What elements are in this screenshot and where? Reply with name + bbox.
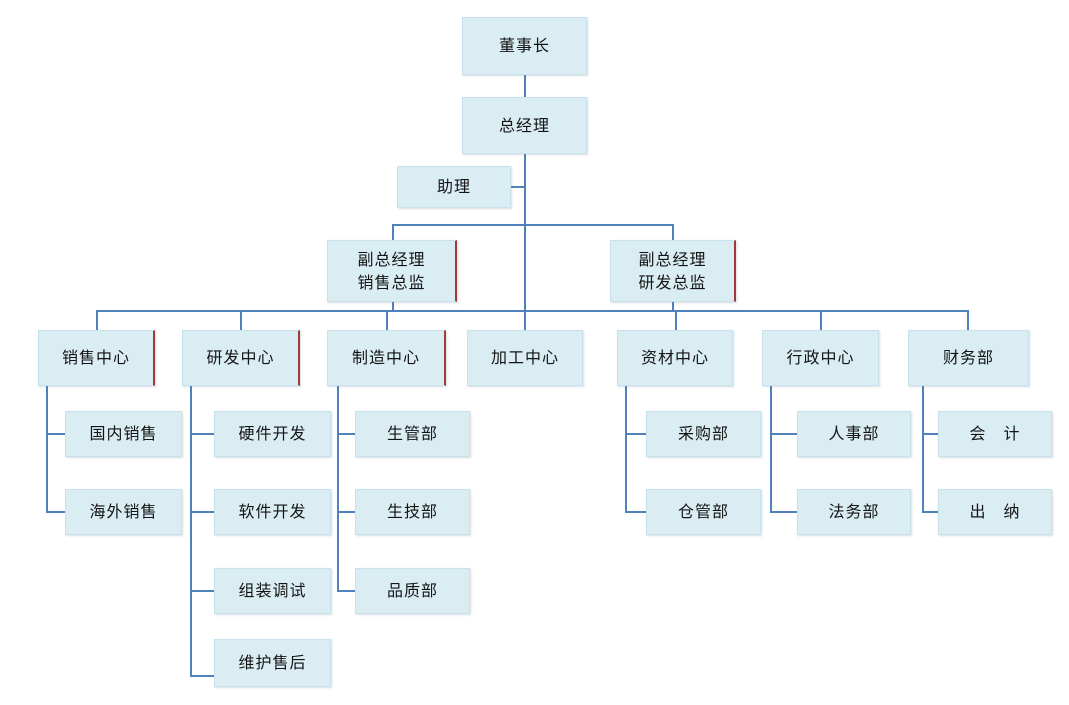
node-label: 销售总监 — [357, 273, 426, 292]
connector — [922, 386, 924, 512]
org-node-purchasing-dept: 采购部 — [646, 411, 761, 457]
org-node-warehouse-dept: 仓管部 — [646, 489, 761, 535]
connector — [922, 433, 938, 435]
connector — [675, 310, 677, 330]
org-node-hardware-dev: 硬件开发 — [214, 411, 331, 457]
node-label: 资材中心 — [640, 348, 709, 368]
node-label: 法务部 — [828, 502, 880, 522]
connector — [922, 511, 938, 513]
org-node-production-tech-dept: 生技部 — [355, 489, 470, 535]
connector — [524, 154, 526, 330]
node-label: 研发总监 — [638, 273, 707, 292]
node-label: 仓管部 — [677, 502, 729, 522]
org-node-production-mgmt-dept: 生管部 — [355, 411, 470, 457]
node-label: 海外销售 — [89, 502, 158, 522]
org-node-software-dev: 软件开发 — [214, 489, 331, 535]
node-label: 会 计 — [969, 424, 1021, 444]
connector — [46, 386, 48, 512]
connector — [770, 386, 772, 512]
connector — [337, 433, 355, 435]
node-label: 品质部 — [386, 581, 438, 601]
node-label: 董事长 — [498, 36, 550, 56]
connector — [190, 590, 214, 592]
org-node-legal-dept: 法务部 — [797, 489, 911, 535]
org-node-general-manager: 总经理 — [462, 97, 587, 154]
connector — [672, 224, 674, 240]
org-node-materials-center: 资材中心 — [617, 330, 733, 386]
org-node-domestic-sales: 国内销售 — [65, 411, 182, 457]
org-node-overseas-sales: 海外销售 — [65, 489, 182, 535]
connector — [190, 511, 214, 513]
node-label: 副总经理 — [638, 249, 707, 269]
connector — [46, 511, 65, 513]
connector — [190, 433, 214, 435]
node-label: 生管部 — [386, 424, 438, 444]
node-label: 组装调试 — [238, 581, 307, 601]
connector — [672, 302, 674, 311]
connector — [96, 310, 98, 330]
connector — [337, 511, 355, 513]
org-node-manufacturing-center: 制造中心 — [327, 330, 446, 386]
org-node-sales-center: 销售中心 — [38, 330, 155, 386]
node-label: 人事部 — [828, 424, 880, 444]
node-label: 采购部 — [677, 424, 729, 444]
connector — [625, 433, 646, 435]
org-node-cashier: 出 纳 — [938, 489, 1052, 535]
connector — [625, 386, 627, 512]
connector — [386, 310, 388, 330]
node-label: 加工中心 — [490, 348, 559, 368]
org-node-maintenance-aftersales: 维护售后 — [214, 639, 331, 687]
org-node-vp-rd-director: 副总经理 研发总监 — [610, 240, 736, 302]
node-label: 生技部 — [386, 502, 438, 522]
node-label: 研发中心 — [206, 348, 275, 368]
node-label: 副总经理 — [357, 249, 426, 269]
org-node-admin-center: 行政中心 — [762, 330, 879, 386]
connector — [190, 386, 192, 677]
org-node-vp-sales-director: 副总经理 销售总监 — [327, 240, 457, 302]
connector — [96, 310, 969, 312]
connector — [511, 186, 525, 188]
org-node-processing-center: 加工中心 — [467, 330, 583, 386]
node-label: 助理 — [436, 177, 471, 197]
connector — [240, 310, 242, 330]
connector — [524, 75, 526, 97]
connector — [820, 310, 822, 330]
node-label: 总经理 — [498, 115, 550, 135]
connector — [392, 224, 673, 226]
node-label: 行政中心 — [786, 348, 855, 368]
node-label: 维护售后 — [238, 653, 307, 673]
node-label: 销售中心 — [61, 348, 130, 368]
connector — [392, 224, 394, 240]
org-node-chairman: 董事长 — [462, 17, 587, 75]
org-node-assistant: 助理 — [397, 166, 511, 208]
connector — [337, 386, 339, 591]
node-label: 软件开发 — [238, 502, 307, 522]
node-label: 制造中心 — [351, 348, 420, 368]
connector — [625, 511, 646, 513]
node-label: 国内销售 — [89, 424, 158, 444]
node-label: 财务部 — [942, 348, 994, 368]
connector — [770, 511, 797, 513]
connector — [967, 310, 969, 330]
org-node-assembly-debug: 组装调试 — [214, 568, 331, 614]
connector — [190, 675, 214, 677]
node-label: 出 纳 — [969, 502, 1021, 522]
connector — [770, 433, 797, 435]
connector — [46, 433, 65, 435]
org-node-quality-dept: 品质部 — [355, 568, 470, 614]
org-node-rd-center: 研发中心 — [182, 330, 300, 386]
node-label: 硬件开发 — [238, 424, 307, 444]
connector — [337, 590, 355, 592]
org-node-finance-dept: 财务部 — [908, 330, 1029, 386]
org-node-hr-dept: 人事部 — [797, 411, 911, 457]
connector — [392, 302, 394, 311]
org-node-accounting: 会 计 — [938, 411, 1052, 457]
